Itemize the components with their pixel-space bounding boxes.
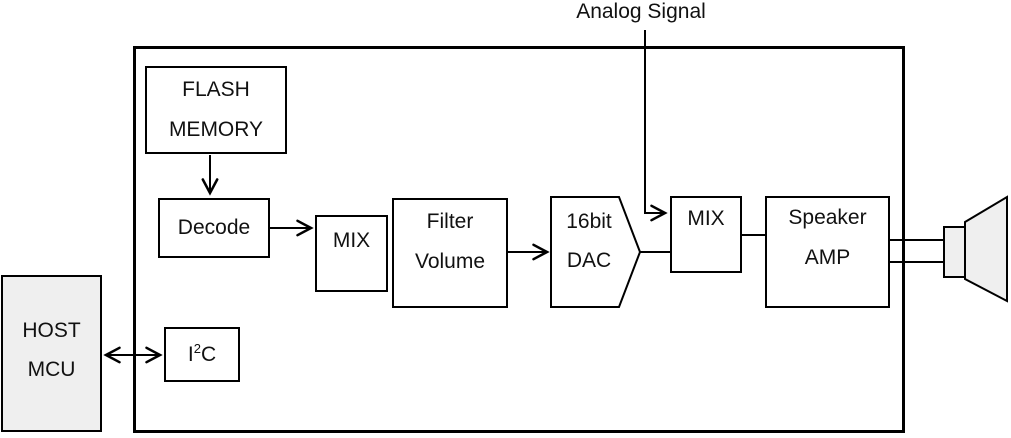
speaker-amp-block: Speaker AMP <box>765 196 890 308</box>
dac-pentagon-shape <box>550 196 642 308</box>
dac-block-label: 16bit DAC <box>551 197 627 307</box>
decode-label: Decode <box>177 216 251 239</box>
flash-memory-label-line2: MEMORY <box>168 118 264 141</box>
decode-block: Decode <box>158 198 270 258</box>
speaker-amp-label-line2: AMP <box>804 246 851 269</box>
i2c-block: I2C <box>164 327 240 382</box>
filter-volume-label-line1: Filter <box>426 210 474 233</box>
filter-volume-block: Filter Volume <box>392 198 508 308</box>
i2c-label: I2C <box>188 335 216 375</box>
mix2-label: MIX <box>687 206 725 230</box>
filter-volume-label-line2: Volume <box>414 250 486 273</box>
speaker-icon <box>943 195 1008 303</box>
i2c-label-sup: 2 <box>193 340 201 356</box>
mix2-block: MIX <box>670 196 742 273</box>
i2c-label-rest: C <box>200 342 217 366</box>
analog-signal-label: Analog Signal <box>576 0 706 23</box>
speaker-driver-rect <box>943 226 966 278</box>
host-mcu-label-line1: HOST <box>22 318 81 342</box>
dac-label-line1: 16bit <box>566 210 612 233</box>
mix1-label: MIX <box>332 228 371 252</box>
dac-label-line2: DAC <box>566 249 612 272</box>
i2c-label-base: I <box>187 342 194 366</box>
host-mcu-label-line2: MCU <box>27 357 76 381</box>
flash-memory-block: FLASH MEMORY <box>145 66 287 154</box>
speaker-horn <box>964 195 1008 303</box>
speaker-amp-label-line1: Speaker <box>788 206 867 229</box>
analog-signal-wire <box>644 30 668 222</box>
mix1-block: MIX <box>315 215 388 292</box>
host-mcu-block: HOST MCU <box>1 275 102 432</box>
flash-memory-label-line1: FLASH <box>182 78 250 101</box>
